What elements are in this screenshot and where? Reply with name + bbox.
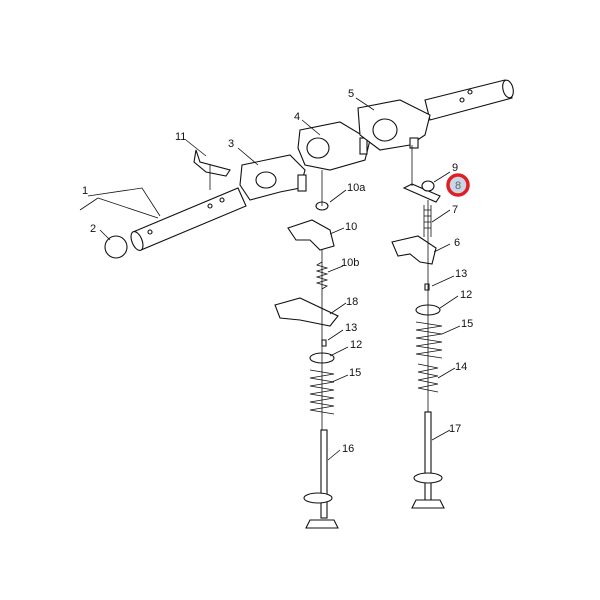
rocker-arm-5[interactable] — [357, 99, 431, 151]
label-10a: 10a — [347, 182, 366, 194]
label-17: 17 — [449, 423, 461, 435]
label-5: 5 — [348, 88, 354, 100]
label-13-left: 13 — [345, 322, 357, 334]
rocker-shaft-right[interactable] — [424, 79, 515, 121]
bracket-11[interactable] — [193, 149, 231, 177]
rocker-arm-3[interactable] — [239, 154, 307, 201]
label-7: 7 — [452, 204, 458, 216]
label-15-left: 15 — [349, 367, 361, 379]
label-3: 3 — [228, 138, 234, 150]
label-13-right: 13 — [455, 268, 467, 280]
adjuster-7[interactable] — [423, 205, 432, 237]
label-8: 8 — [455, 180, 461, 192]
nut-9[interactable] — [421, 180, 435, 192]
label-1: 1 — [82, 185, 88, 197]
bridge-6[interactable] — [391, 235, 437, 265]
label-4: 4 — [294, 111, 300, 123]
rocker-arm-4[interactable] — [297, 121, 371, 171]
label-16: 16 — [342, 443, 354, 455]
bridge-10[interactable] — [287, 219, 335, 251]
yoke-9-area[interactable] — [402, 183, 441, 203]
label-6: 6 — [454, 237, 460, 249]
label-2: 2 — [90, 223, 96, 235]
valve-17[interactable] — [411, 411, 445, 509]
valve-keys-13-left[interactable] — [321, 339, 327, 347]
leader-lines — [79, 97, 461, 461]
label-15-right: 15 — [461, 318, 473, 330]
label-10: 10 — [345, 221, 357, 233]
plug-2[interactable] — [104, 235, 128, 259]
label-18: 18 — [346, 296, 358, 308]
label-9: 9 — [452, 162, 458, 174]
valve-16[interactable] — [303, 429, 339, 529]
guide-18[interactable] — [274, 297, 339, 327]
spring-15-right[interactable] — [415, 321, 443, 359]
highlighted-part-8[interactable]: 8 — [446, 173, 470, 197]
label-11: 11 — [175, 131, 186, 143]
label-12-left: 12 — [350, 339, 362, 351]
label-14: 14 — [455, 361, 467, 373]
rocker-shaft-left[interactable] — [129, 187, 247, 252]
label-12-right: 12 — [460, 289, 472, 301]
label-10b: 10b — [341, 257, 359, 269]
